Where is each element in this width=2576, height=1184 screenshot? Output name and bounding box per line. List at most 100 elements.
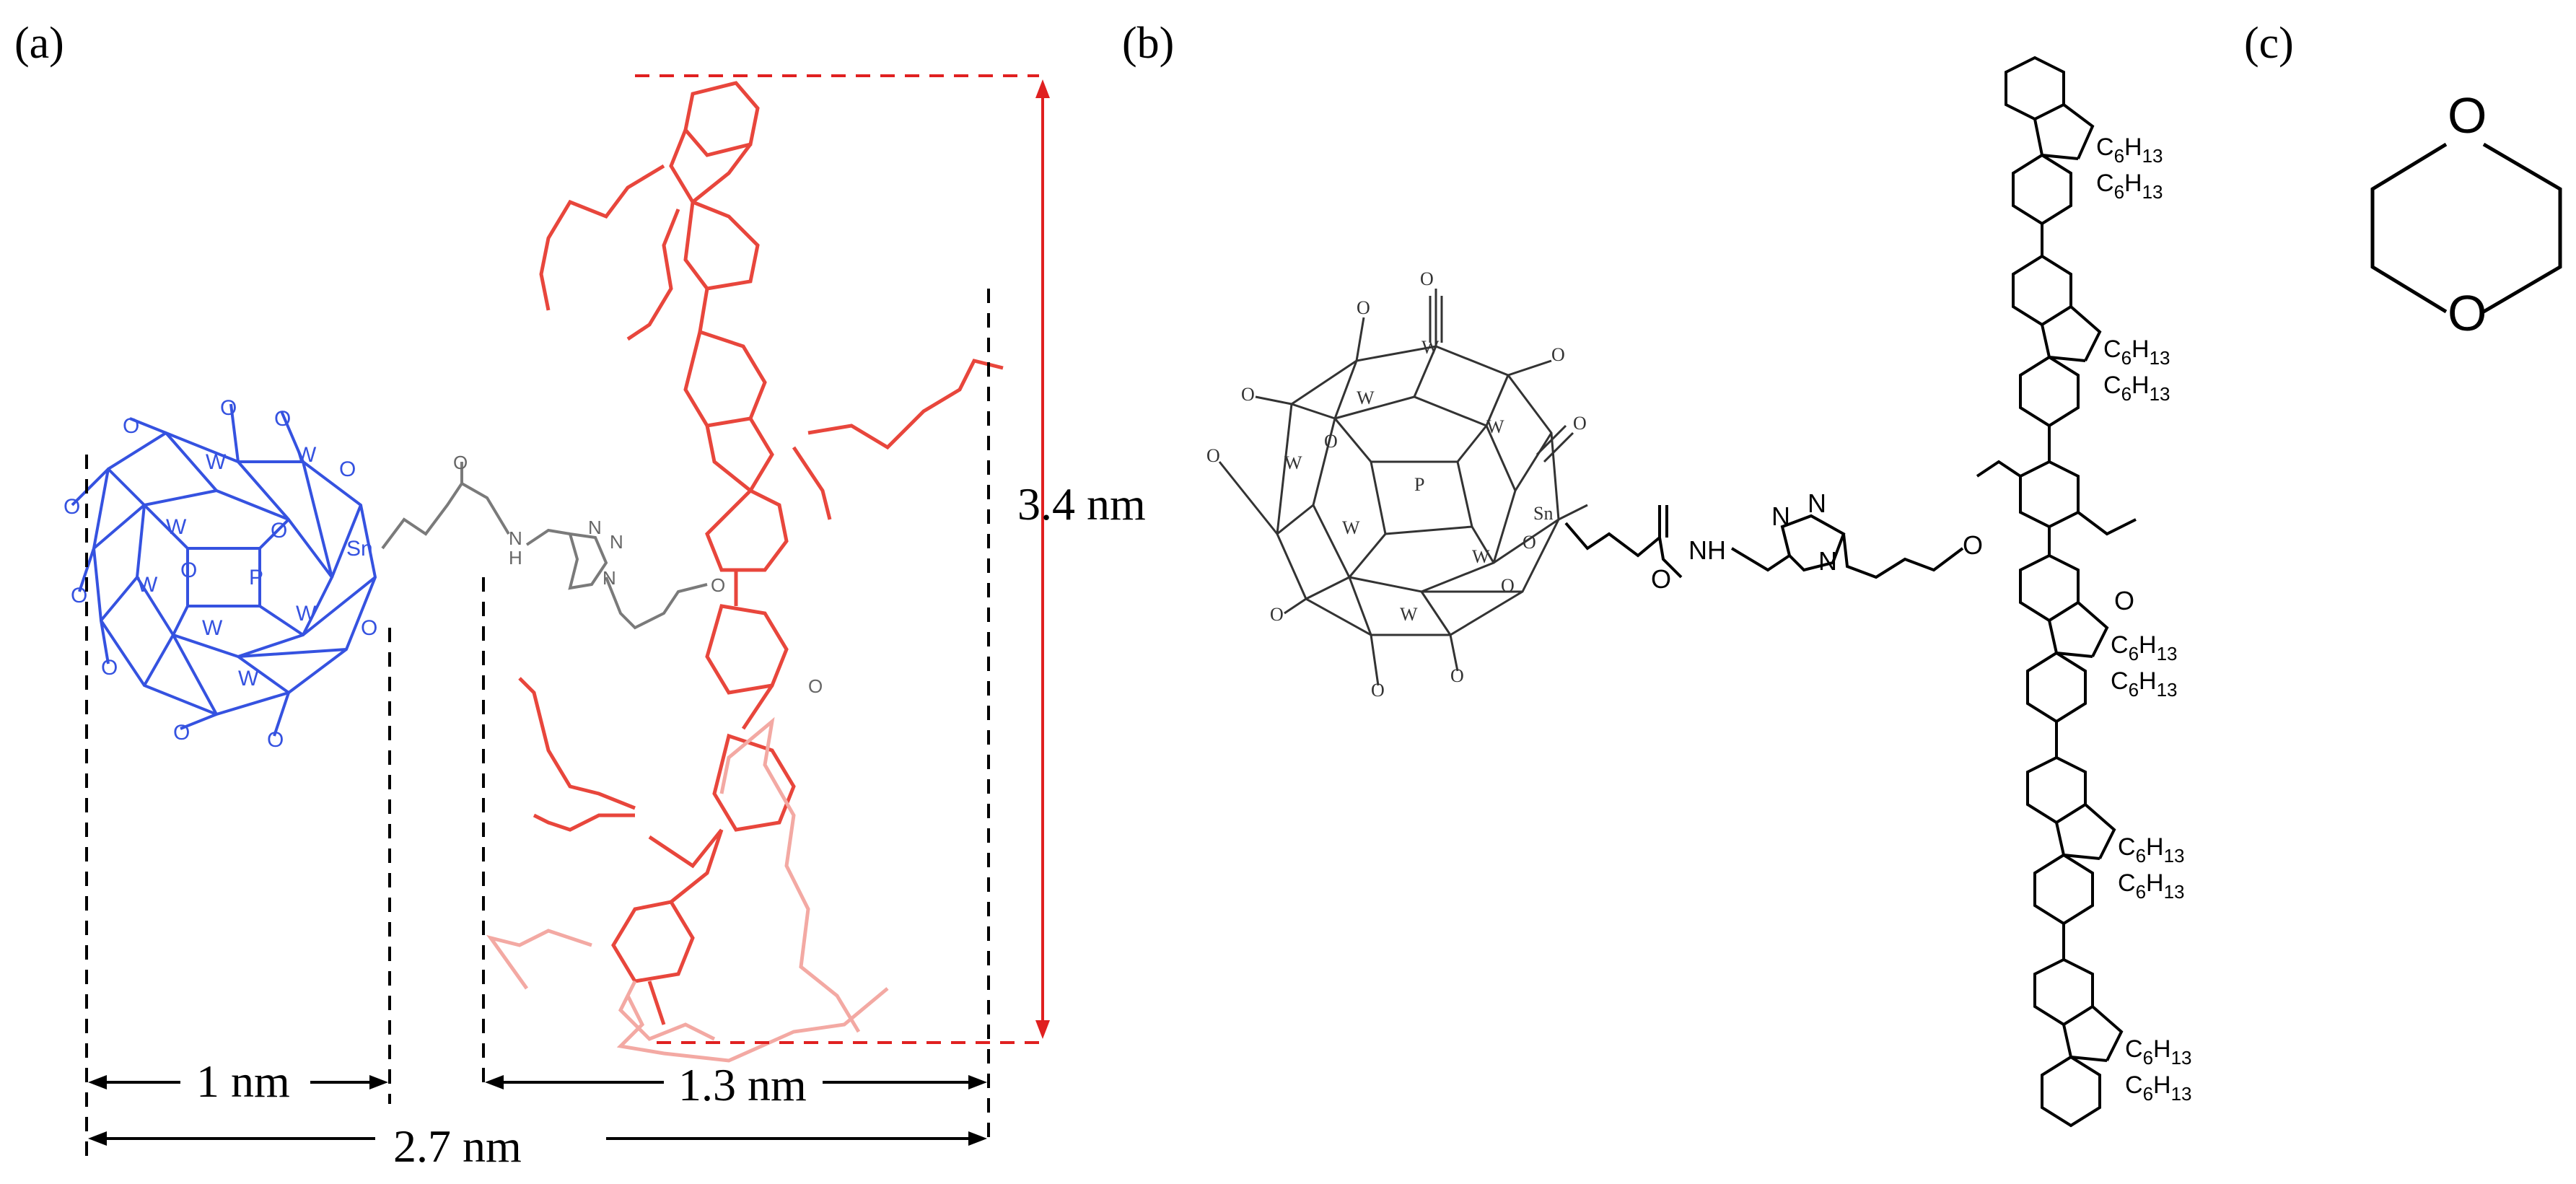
atom-label: W [1357,387,1375,408]
panel-c: O O [2370,87,2562,341]
linker-atom-labels: O N H N N N O [453,452,725,596]
hexyl-label: C6H13 [2125,1035,2192,1069]
panel-b-label: (b) [1122,19,1174,68]
atom-label: W [137,573,158,597]
arrow-head [968,1075,987,1089]
hexyl-label: C6H13 [2103,372,2170,405]
atom-label: P [1414,474,1424,495]
polymer-chains-red [518,164,1004,832]
hexyl-substituent-labels: C6H13 C6H13 C6H13 C6H13 C6H13 C6H13 C6H1… [2096,133,2192,1105]
atom-label: O [339,457,356,481]
atom-label: W [202,616,223,640]
hexyl-label-pair: C6H13 C6H13 [2111,631,2178,701]
atom-label: N [1818,546,1837,576]
atom-label: N [1808,488,1826,518]
atom-label: O [1371,680,1385,701]
atom-label: W [238,667,259,690]
hexyl-label: C6H13 [2096,170,2163,203]
dimension-lines-red [635,74,1050,1044]
atom-label: O [271,519,287,543]
atom-label: W [1472,546,1490,567]
atom-label: W [1342,517,1360,538]
arrow-head [88,1075,107,1089]
atom-label: O [1551,344,1565,365]
hexyl-label-pair: C6H13 C6H13 [2103,336,2170,405]
hexyl-label: C6H13 [2111,667,2178,701]
atom-label: O [173,721,190,745]
atom-label: N [603,567,616,589]
panel-a: W W W W W W W P Sn O O O O O O O O O O O… [63,74,1146,1172]
atom-label: N [610,531,623,553]
hexyl-label-pair: C6H13 C6H13 [2096,133,2163,203]
atom-label: W [1421,337,1440,358]
atom-label: O [101,656,118,680]
atom-label: H [509,547,522,569]
atom-label: W [296,602,317,626]
hexyl-label: C6H13 [2118,833,2185,867]
atom-label: O [63,495,80,519]
atom-label: O [361,616,377,640]
atom-label: NH [1688,535,1726,565]
atom-label: O [1324,431,1338,452]
hexyl-label: C6H13 [2096,133,2163,167]
total-width-label: 2.7 nm [393,1121,522,1172]
atom-label: W [296,443,317,467]
atom-label: O [1420,268,1434,289]
arrow-head [1035,79,1050,98]
pom-black-atom-labels: W W W W W W W P Sn O O O O O O O O O O O… [1206,268,1587,701]
atom-label: O [1241,384,1255,405]
atom-label: Sn [1533,503,1553,524]
atom-label: O [1573,413,1587,434]
atom-label: O [123,414,139,438]
pom-width-label: 1 nm [196,1056,290,1107]
atom-label: O [180,558,197,582]
atom-label: Sn [346,537,373,561]
atom-label: O [71,584,87,608]
atom-label: W [206,450,227,474]
polymer-atom-labels: O [808,675,823,697]
atom-label: O [808,675,823,697]
atom-label: O [1523,532,1536,553]
arrow-head [968,1131,987,1146]
pom-cluster-blue [71,403,377,737]
atom-label: O [2114,586,2134,615]
atom-label: O [453,452,468,473]
hexyl-label: C6H13 [2111,631,2178,665]
pom-cluster-black [1218,289,1588,686]
atom-label: O [1206,445,1220,466]
dimension-lines [85,289,990,1162]
atom-label: W [1486,416,1504,437]
dioxane-oxygen-bottom: O [2448,285,2487,341]
polymer-red-3d [611,81,796,1025]
polymer-chains-faded [486,716,889,1063]
atom-label: N [509,527,522,549]
atom-label: P [249,566,263,589]
arrow-head [1035,1020,1050,1039]
atom-label: O [711,574,725,596]
panel-b: W W W W W W W P Sn O O O O O O O O O O O… [1206,56,2192,1128]
atom-label: O [1357,297,1370,318]
pom-atom-labels: W W W W W W W P Sn O O O O O O O O O O O… [63,396,377,752]
atom-label: O [267,728,284,752]
hexyl-label: C6H13 [2125,1071,2192,1105]
atom-label: O [220,396,237,420]
atom-label: O [1963,530,1983,560]
hexyl-label-pair: C6H13 C6H13 [2125,1035,2192,1105]
linker-black-atom-labels: O NH N N N O O [1651,488,2134,615]
atom-label: O [1651,564,1671,594]
atom-label: W [1400,604,1418,625]
atom-label: W [1284,452,1302,473]
atom-label: O [274,407,291,431]
arrow-head [369,1075,388,1089]
arrow-head [88,1131,107,1146]
atom-label: W [166,515,187,539]
linker-grey [381,462,708,630]
hexyl-label: C6H13 [2118,869,2185,903]
panel-c-label: (c) [2244,19,2294,68]
hexyl-label: C6H13 [2103,336,2170,369]
atom-label: N [1771,501,1790,531]
fluorene-backbone [1976,56,2137,1128]
dioxane-oxygen-top: O [2448,87,2487,144]
linker-black [1564,505,1964,579]
hexyl-label-pair: C6H13 C6H13 [2118,833,2185,903]
